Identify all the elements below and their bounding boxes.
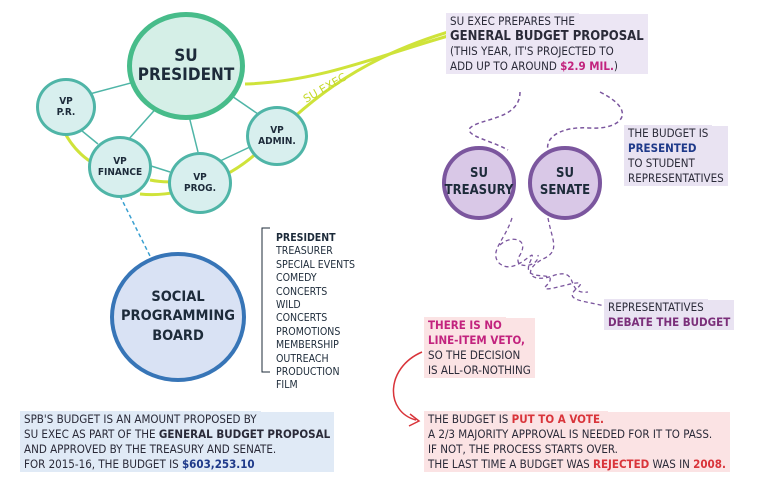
budget-presented-callout: THE BUDGET IS PRESENTED TO STUDENT REPRE… xyxy=(624,125,728,186)
connector-vpprog-vpadmin xyxy=(217,145,253,163)
spb-role: OUTREACH xyxy=(276,352,329,365)
spb-role: CONCERTS xyxy=(276,312,328,325)
spb-role: FILM xyxy=(276,379,298,392)
node-line: VP xyxy=(270,125,284,136)
callout-emphasis: GENERAL BUDGET PROPOSAL xyxy=(446,28,648,45)
callout-emphasis: PUT TO A VOTE. xyxy=(511,412,604,426)
callout-line: REPRESENTATIVES xyxy=(604,299,708,315)
flow-proposal-to-senate xyxy=(546,91,623,151)
spb-budget-callout: SPB'S BUDGET IS AN AMOUNT PROPOSED BY SU… xyxy=(20,411,335,472)
callout-emphasis: LINE-ITEM VETO, xyxy=(424,332,529,348)
general-budget-proposal-callout: SU EXEC PREPARES THE GENERAL BUDGET PROP… xyxy=(446,13,648,74)
node-line: PROGRAMMING xyxy=(121,308,235,325)
callout-line: THE BUDGET IS xyxy=(428,412,512,426)
node-line: ADMIN. xyxy=(258,136,296,147)
node-line: SU xyxy=(470,166,488,182)
node-line: PROG. xyxy=(184,183,216,194)
vote-callout: THE BUDGET IS PUT TO A VOTE. A 2/3 MAJOR… xyxy=(424,411,730,472)
node-line: BOARD xyxy=(152,327,204,344)
su-senate-node: SU SENATE xyxy=(528,146,602,220)
spb-role: TREASURER xyxy=(276,245,333,258)
node-line: SENATE xyxy=(539,183,591,198)
callout-emphasis: PRESENTED xyxy=(624,140,701,156)
connector-dashed-vpfin-spb xyxy=(119,195,151,257)
spb-roles-list: PRESIDENT TREASURER SPECIAL EVENTS COMED… xyxy=(276,232,355,393)
callout-line: SU EXEC PREPARES THE xyxy=(446,13,579,29)
callout-line: SPB'S BUDGET IS AN AMOUNT PROPOSED BY xyxy=(20,411,261,427)
flow-tangle xyxy=(495,217,619,315)
callout-line: SU EXEC AS PART OF THE xyxy=(24,427,159,441)
projected-amount: $2.9 MIL. xyxy=(560,59,614,73)
callout-emphasis: REJECTED xyxy=(593,457,650,471)
vp-prog-node: VP PROG. xyxy=(168,152,232,214)
callout-line: WAS IN xyxy=(649,457,694,471)
spb-budget-amount: $603,253.10 xyxy=(181,457,255,471)
spb-role: PRODUCTION xyxy=(276,366,340,379)
node-line: VP xyxy=(193,172,207,183)
red-arrow-curve xyxy=(392,351,423,421)
callout-emphasis: THERE IS NO xyxy=(424,317,506,333)
callout-line: IF NOT, THE PROCESS STARTS OVER. xyxy=(424,441,622,457)
rejected-year: 2008. xyxy=(693,457,726,471)
line-item-veto-callout: THERE IS NO LINE-ITEM VETO, SO THE DECIS… xyxy=(424,317,535,378)
vp-finance-node: VP FINANCE xyxy=(88,136,152,198)
spb-role: PROMOTIONS xyxy=(276,325,341,338)
node-line: SU xyxy=(556,166,574,182)
node-line: SOCIAL xyxy=(151,288,205,305)
spb-role: SPECIAL EVENTS xyxy=(276,258,355,271)
callout-line: REPRESENTATIVES xyxy=(624,170,728,186)
spb-role: COMEDY xyxy=(276,272,317,285)
callout-line: TO STUDENT xyxy=(624,155,699,171)
su-treasury-node: SU TREASURY xyxy=(442,146,516,220)
callout-emphasis: GENERAL BUDGET PROPOSAL xyxy=(158,427,331,441)
spb-list-bracket xyxy=(261,227,270,373)
spb-role: PRESIDENT xyxy=(276,232,336,244)
su-president-node: SU PRESIDENT xyxy=(127,12,245,120)
flow-proposal-to-treasury xyxy=(468,91,521,151)
node-line: VP xyxy=(59,96,73,107)
red-arrow-head xyxy=(408,413,421,427)
node-line: VP xyxy=(113,156,127,167)
callout-line: ) xyxy=(613,59,618,73)
callout-line: A 2/3 MAJORITY APPROVAL IS NEEDED FOR IT… xyxy=(424,426,717,442)
node-line: P.R. xyxy=(56,107,76,118)
node-line: TREASURY xyxy=(444,183,514,198)
node-line: SU xyxy=(174,46,198,67)
node-line: PRESIDENT xyxy=(137,65,235,85)
spb-role: MEMBERSHIP xyxy=(276,339,339,352)
spb-role: WILD xyxy=(276,299,301,312)
vp-admin-node: VP ADMIN. xyxy=(246,106,308,166)
callout-line: SO THE DECISION xyxy=(424,347,525,363)
su-exec-curve-top xyxy=(244,32,456,86)
spb-role: CONCERTS xyxy=(276,285,328,298)
node-line: FINANCE xyxy=(97,167,143,178)
callout-line: ADD UP TO AROUND xyxy=(450,59,561,73)
vp-pr-node: VP P.R. xyxy=(36,78,96,136)
callout-line: AND APPROVED BY THE TREASURY AND SENATE. xyxy=(20,441,281,457)
callout-line: (THIS YEAR, IT'S PROJECTED TO xyxy=(446,43,618,59)
debate-budget-callout: REPRESENTATIVES DEBATE THE BUDGET xyxy=(604,299,735,330)
social-programming-board-node: SOCIAL PROGRAMMING BOARD xyxy=(110,252,246,382)
callout-line: FOR 2015-16, THE BUDGET IS xyxy=(24,457,182,471)
callout-line: THE BUDGET IS xyxy=(624,125,713,141)
callout-line: IS ALL-OR-NOTHING xyxy=(424,362,535,378)
callout-line: THE LAST TIME A BUDGET WAS xyxy=(428,457,593,471)
callout-emphasis: DEBATE THE BUDGET xyxy=(604,314,735,330)
